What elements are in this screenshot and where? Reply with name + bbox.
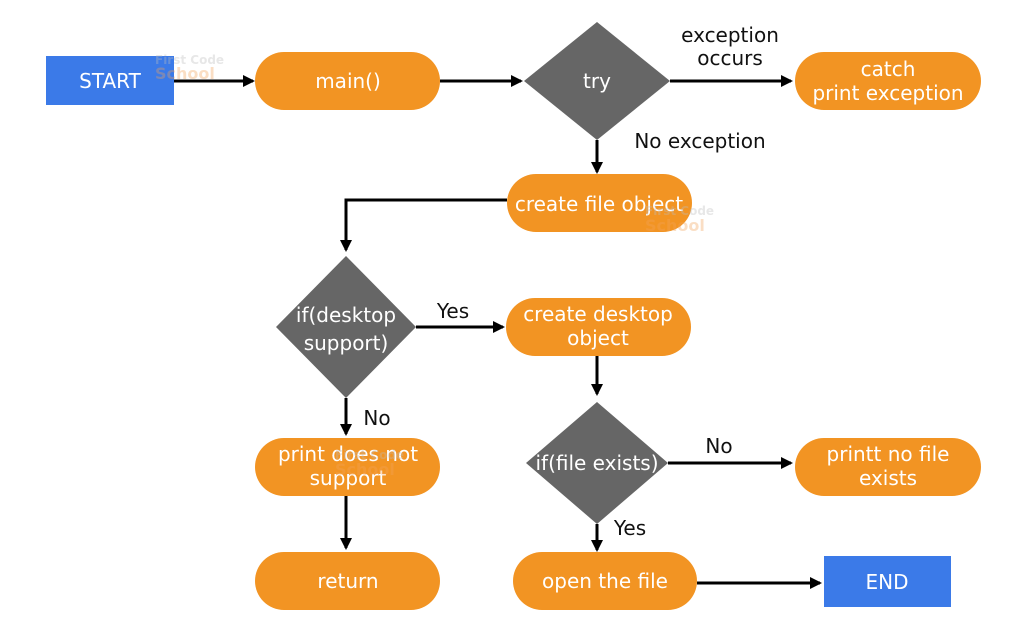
node-if-file-exists-label: if(file exists) — [535, 451, 658, 475]
node-catch-line1: catch — [861, 57, 916, 81]
node-print-no-file-line1: printt no file — [827, 442, 950, 466]
node-create-desktop-line1: create desktop — [523, 302, 673, 326]
node-create-desktop: create desktop object — [506, 298, 691, 356]
label-exception-occurs-line1: exception — [681, 23, 779, 47]
node-if-file-exists: if(file exists) — [526, 402, 668, 524]
node-catch-line2: print exception — [812, 81, 963, 105]
node-print-does-not-support: print does not support — [255, 438, 440, 496]
watermark-bottom: First Code School — [335, 448, 404, 479]
node-return-label: return — [317, 569, 378, 593]
watermark-middle-line1: First Code — [645, 204, 714, 218]
watermark-bottom-line2: School — [335, 460, 395, 479]
node-create-file-label: create file object — [515, 192, 683, 216]
watermark-top-line1: First Code — [155, 53, 224, 67]
label-no-exception: No exception — [634, 129, 765, 153]
watermark-top: First Code School — [155, 53, 224, 83]
label-desktop-yes: Yes — [436, 299, 469, 323]
node-create-file: create file object — [507, 174, 692, 232]
watermark-middle: First Code School — [645, 204, 714, 235]
node-print-no-file: printt no file exists — [795, 438, 981, 496]
node-print-does-not-support-line1: print does not — [278, 442, 418, 466]
node-open-file: open the file — [513, 552, 697, 610]
label-exception-occurs-line2: occurs — [697, 46, 763, 70]
edges — [174, 75, 822, 589]
node-main: main() — [255, 52, 440, 110]
node-if-desktop-line2: support) — [304, 331, 389, 355]
label-file-no: No — [705, 434, 732, 458]
node-return: return — [255, 552, 440, 610]
node-catch: catch print exception — [795, 52, 981, 110]
node-end-label: END — [866, 570, 909, 594]
watermark-bottom-line1: First Code — [335, 448, 404, 462]
label-desktop-no: No — [363, 406, 390, 430]
node-open-file-label: open the file — [542, 569, 668, 593]
node-main-label: main() — [315, 69, 381, 93]
edge-createfile-ifdesktop — [340, 198, 507, 252]
node-end: END — [824, 556, 951, 607]
node-start-label: START — [79, 69, 141, 93]
node-create-desktop-line2: object — [567, 326, 629, 350]
node-print-does-not-support-line2: support — [310, 466, 387, 490]
label-file-yes: Yes — [613, 516, 646, 540]
node-if-desktop-line1: if(desktop — [296, 303, 396, 327]
node-start: START — [46, 56, 174, 105]
node-print-no-file-line2: exists — [859, 466, 917, 490]
edge-labels: exception occurs No exception Yes No No … — [363, 23, 778, 540]
node-if-desktop: if(desktop support) — [276, 256, 416, 398]
watermark-top-line2: School — [155, 64, 215, 83]
node-try: try — [524, 22, 670, 140]
watermark-middle-line2: School — [645, 216, 705, 235]
node-try-label: try — [583, 69, 611, 93]
